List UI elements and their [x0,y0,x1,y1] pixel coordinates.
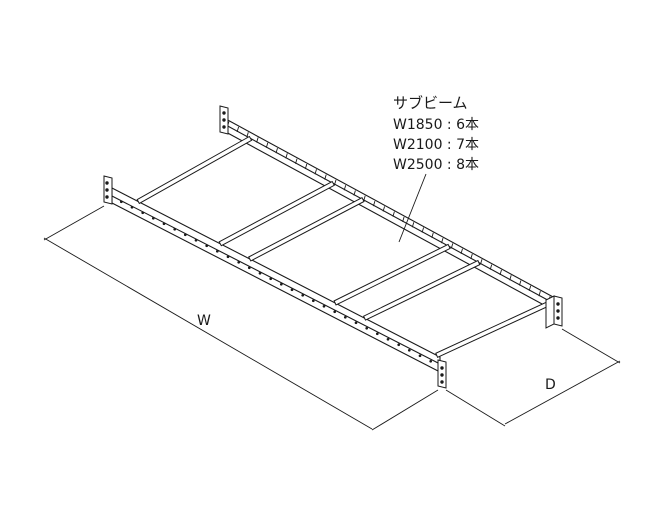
beam-notch [295,158,298,164]
beam-hole [301,293,305,297]
beam-notch [275,147,278,154]
beam-notch [489,264,493,270]
depth-dimension-label: D [545,377,556,393]
beam-hole [418,354,422,358]
beam-notch [343,185,347,191]
back-right-plate-side [545,295,555,329]
beam-notch [236,126,240,133]
beam-hole [375,332,379,336]
beam-notch [372,200,376,207]
beam-notch [382,206,386,212]
beam-hole [151,216,155,220]
connector-plates [103,105,563,389]
beam-notch [324,174,327,180]
spec-w1850: W1850 : 6本 [393,117,479,133]
spec-w2500: W2500 : 8本 [393,157,479,173]
beam-hole [311,299,315,303]
beam-notch [538,290,541,297]
beam-notch [256,137,259,143]
sub-beam-bar [362,259,481,321]
beam-notch [411,222,415,228]
sub-beam-bar [435,299,554,358]
beam-hole [141,211,145,215]
beam-hole [333,310,337,314]
beam-notch [470,253,473,260]
beam-hole [407,348,411,352]
w-extension-left [43,205,105,241]
beam-notch [509,275,512,281]
beam-hole [343,315,347,319]
sub-beam-bar [248,197,365,262]
beam-notch [499,269,502,276]
beam-notch [363,195,366,201]
sub-beam-bar [136,135,253,205]
beam-hole [119,200,123,204]
beam-notch [246,132,249,138]
beam-hole [194,238,198,242]
sub-beam-callout-title: サブビーム [393,94,468,112]
beam-notch [353,190,356,196]
beam-notch [304,163,308,170]
sub-beam-bar [333,243,451,306]
beam-notch [334,179,337,186]
w-extension-right [371,389,439,431]
callout-leader [398,173,427,243]
beam-notch [431,232,434,238]
beam-hole [226,255,230,259]
width-dimension-label: W [197,313,211,329]
beam-hole [130,205,134,209]
beam-hole [173,227,177,231]
beam-notch [265,142,269,148]
d-extension-back [561,328,621,364]
sub-beams [136,135,554,358]
beam-notch [480,259,483,265]
beam-notch [528,285,532,291]
beam-hole [365,326,369,330]
beam-hole [429,359,433,363]
beam-hole [354,321,358,325]
beam-hole [279,282,283,286]
beam-hole [215,249,219,253]
beam-notches [119,121,551,363]
beam-notch [460,248,463,254]
dimension-lines [43,173,621,431]
beam-notch [450,243,454,249]
w-dimension-line [43,237,373,430]
beam-hole [237,260,241,264]
sub-beam-bar [218,180,335,247]
d-dimension-line [504,360,621,425]
beam-hole [397,343,401,347]
beam-notch [421,227,425,233]
beam-notch [314,169,317,175]
beam-hole [290,288,294,292]
beam-hole [386,337,390,341]
beam-hole [322,304,326,308]
d-extension-front [445,389,506,427]
beam-notch [392,211,395,217]
beam-notch [402,216,405,223]
beam-hole [183,233,187,237]
beam-notch [441,237,444,244]
spec-w2100: W2100 : 7本 [393,137,479,153]
beam-hole [258,271,262,275]
beam-hole [269,277,273,281]
beam-hole [205,244,209,248]
beam-hole [162,222,166,226]
beam-notch [285,153,288,159]
beam-hole [247,266,251,270]
beam-notch [518,280,522,286]
